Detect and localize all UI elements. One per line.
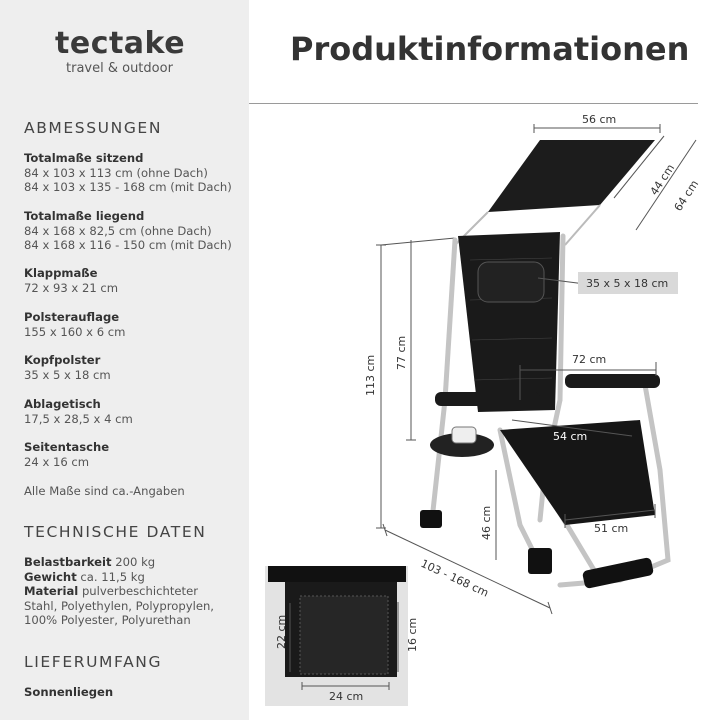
height-dimension-lines [376,237,497,560]
spec-label: Totalmaße liegend [24,209,145,223]
seat-width-label: 54 cm [553,430,587,443]
spec-value: 72 x 93 x 21 cm [24,280,119,295]
total-height-label: 113 cm [364,355,377,396]
load-label: Belastbarkeit [24,555,112,569]
canopy-width-label: 56 cm [582,113,616,126]
canopy-depth-label: 64 cm [672,178,701,214]
dimensions-heading: ABMESSUNGEN [24,119,163,137]
spec-seated: Totalmaße sitzend 84 x 103 x 113 cm (ohn… [24,151,232,195]
weight-label: Gewicht [24,569,77,584]
spec-label: Klappmaße [24,266,98,280]
armrest-left [435,392,540,406]
seat-height-label: 46 cm [480,506,493,540]
brand-logo: tectake [55,26,186,61]
canopy-depth-label: 44 cm [648,162,678,198]
pocket-height-label: 22 cm [275,615,288,649]
back-height-label: 77 cm [395,336,408,370]
chair-foot [528,548,552,574]
chair-foot [420,510,442,528]
spec-value: 155 x 160 x 6 cm [24,324,126,339]
info-sidebar [0,0,249,720]
headrest-label-box [578,272,678,294]
canopy [488,140,655,212]
arm-width-label: 72 cm [572,353,606,366]
technical-heading: TECHNISCHE DATEN [24,523,207,541]
spec-value: 84 x 103 x 135 - 168 cm (mit Dach) [24,180,232,194]
material-value: pulverbeschichteter [81,584,198,598]
material-value: Stahl, Polyethylen, Polypropylen, [24,598,214,613]
material-value: 100% Polyester, Polyurethan [24,613,191,627]
spec-folded: Klappmaße 72 x 93 x 21 cm [24,266,118,295]
spec-label: Totalmaße sitzend [24,151,144,165]
footrest-bar [582,557,654,589]
foot-width-label: 51 cm [594,522,628,535]
spec-lying: Totalmaße liegend 84 x 168 x 82,5 cm (oh… [24,209,232,253]
spec-value: 35 x 5 x 18 cm [24,367,111,382]
cup-holder-tray [430,433,494,457]
spec-label: Ablagetisch [24,397,101,411]
spec-label: Seitentasche [24,440,110,454]
canopy-dimension-lines [533,124,697,231]
technical-data: Belastbarkeit 200 kg Gewicht ca. 11,5 kg… [24,555,214,628]
pocket-width-label: 24 cm [329,690,363,703]
spec-cushion: Polsterauflage 155 x 160 x 6 cm [24,310,125,339]
coffee-cup [451,426,477,444]
spec-value: 24 x 16 cm [24,454,90,469]
title-divider [249,103,698,104]
spec-value: 84 x 103 x 113 cm (ohne Dach) [24,165,208,180]
page-title: Produktinformationen [290,30,690,68]
headrest-pillow [477,261,545,303]
spec-side-table: Ablagetisch 17,5 x 28,5 x 4 cm [24,397,133,426]
weight-value: ca. 11,5 kg [80,569,145,584]
load-value: 200 kg [115,555,156,569]
delivery-heading: LIEFERUMFANG [24,653,163,671]
headrest-dimension: 35 x 5 x 18 cm [586,277,668,290]
spec-value: 84 x 168 x 116 - 150 cm (mit Dach) [24,238,232,252]
material-label: Material [24,584,79,598]
dimensions-note: Alle Maße sind ca.-Angaben [24,484,185,498]
spec-side-pocket: Seitentasche 24 x 16 cm [24,440,109,469]
chair-seat [500,420,655,525]
spec-value: 84 x 168 x 82,5 cm (ohne Dach) [24,223,212,238]
delivery-item: Sonnenliegen [24,685,114,699]
pocket-inner-height-label: 16 cm [406,618,419,652]
brand-tagline: travel & outdoor [66,61,173,76]
spec-label: Kopfpolster [24,353,101,367]
spec-headrest: Kopfpolster 35 x 5 x 18 cm [24,353,111,382]
spec-value: 17,5 x 28,5 x 4 cm [24,411,133,426]
spec-label: Polsterauflage [24,310,120,324]
armrest-right [565,374,660,388]
